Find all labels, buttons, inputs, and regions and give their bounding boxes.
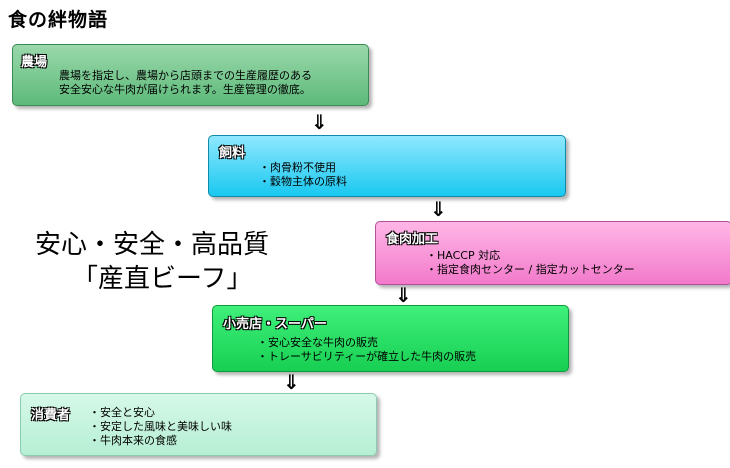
stage-consumer-box: 消費者 ・安全と安心 ・安定した風味と美味しい味 ・牛肉本来の食感: [20, 393, 377, 456]
page-title: 食の絆物語: [8, 9, 109, 31]
stage-consumer-line: ・安定した風味と美味しい味: [89, 420, 232, 433]
stage-feed-line: ・肉骨粉不使用: [259, 161, 336, 174]
stage-processing-box: 食肉加工 ・HACCP 対応 ・指定食肉センター / 指定カットセンター: [375, 221, 730, 285]
stage-farm-line: 安全安心な牛肉が届けられます。生産管理の徹底。: [59, 83, 311, 96]
slogan-line-1: 安心・安全・高品質: [35, 230, 270, 260]
stage-farm-heading: 農場: [21, 55, 48, 70]
stage-farm-box: 農場 農場を指定し、農場から店頭までの生産履歴のある 安全安心な牛肉が届けられま…: [12, 44, 369, 106]
stage-processing-heading: 食肉加工: [386, 232, 439, 247]
stage-farm-line: 農場を指定し、農場から店頭までの生産履歴のある: [59, 69, 312, 82]
flow-arrow-down-icon: ⇓: [430, 197, 447, 221]
stage-consumer-heading: 消費者: [31, 408, 71, 423]
stage-retail-line: ・安心安全な牛肉の販売: [257, 336, 378, 349]
stage-feed-heading: 飼料: [219, 146, 246, 161]
stage-retail-text: ・安心安全な牛肉の販売 ・トレーサビリティーが確立した牛肉の販売: [257, 336, 476, 364]
stage-processing-text: ・HACCP 対応 ・指定食肉センター / 指定カットセンター: [426, 249, 635, 277]
slogan-line-2: 「産直ビーフ」: [72, 264, 253, 294]
stage-feed-box: 飼料 ・肉骨粉不使用 ・穀物主体の原料: [208, 135, 566, 197]
stage-retail-heading: 小売店・スーパー: [223, 317, 327, 332]
stage-processing-line: ・指定食肉センター / 指定カットセンター: [426, 263, 635, 276]
stage-feed-text: ・肉骨粉不使用 ・穀物主体の原料: [259, 161, 347, 189]
stage-feed-line: ・穀物主体の原料: [259, 175, 347, 188]
flow-arrow-down-icon: ⇓: [311, 110, 328, 134]
flow-arrow-down-icon: ⇓: [395, 283, 412, 307]
stage-retail-line: ・トレーサビリティーが確立した牛肉の販売: [257, 350, 477, 363]
flow-arrow-down-icon: ⇓: [283, 370, 300, 394]
stage-consumer-text: ・安全と安心 ・安定した風味と美味しい味 ・牛肉本来の食感: [89, 406, 232, 448]
stage-processing-line: ・HACCP 対応: [426, 249, 501, 262]
stage-retail-box: 小売店・スーパー ・安心安全な牛肉の販売 ・トレーサビリティーが確立した牛肉の販…: [212, 305, 569, 372]
stage-consumer-line: ・牛肉本来の食感: [89, 434, 177, 447]
stage-consumer-line: ・安全と安心: [89, 406, 155, 419]
stage-farm-text: 農場を指定し、農場から店頭までの生産履歴のある 安全安心な牛肉が届けられます。生…: [59, 69, 312, 97]
